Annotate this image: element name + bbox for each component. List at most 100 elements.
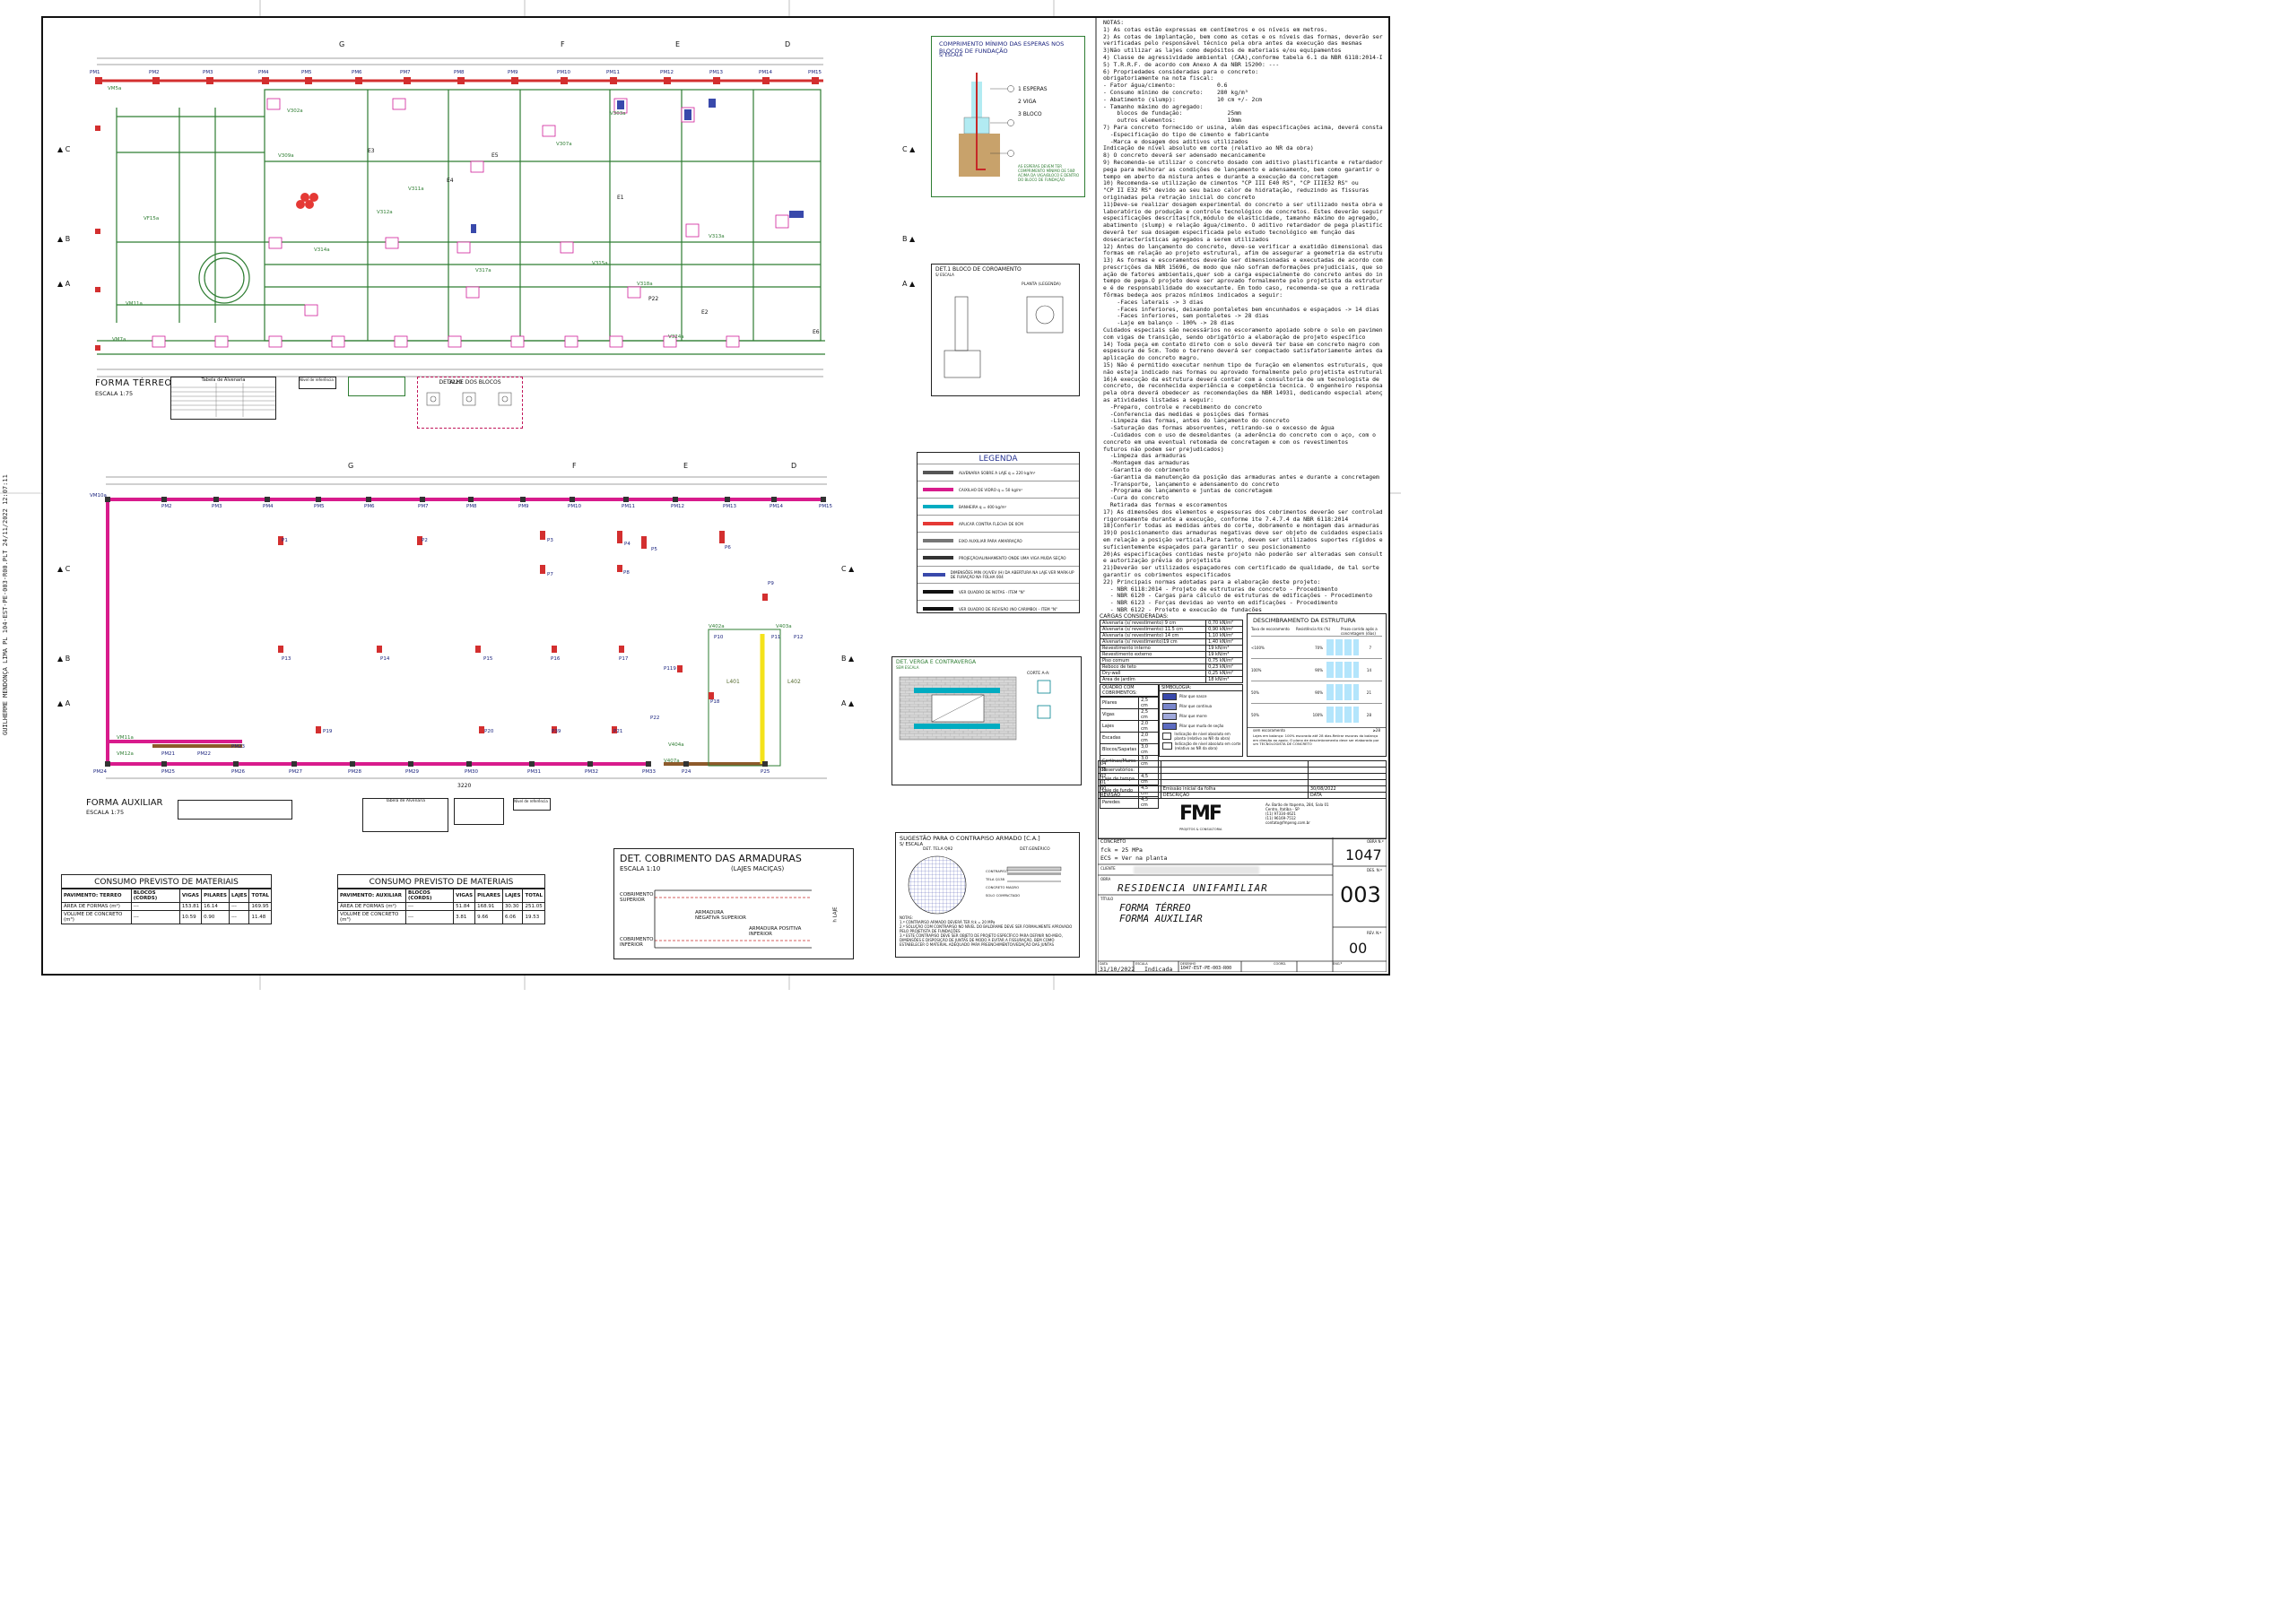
auxiliar-title: FORMA AUXILIAR <box>86 798 163 808</box>
svg-text:V315a: V315a <box>592 261 608 266</box>
company-address-line: (11) 96169-7512 <box>1265 816 1296 820</box>
table-cell: 02 <box>1098 773 1161 780</box>
legend-swatch-icon <box>923 573 945 577</box>
svg-text:G: G <box>348 462 353 470</box>
svg-text:P2: P2 <box>422 538 428 543</box>
legend-item: PROJEÇÃO/ALINHAMENTO ONDE UMA VIGA MUDA … <box>918 549 1079 566</box>
table-cell <box>1307 773 1387 780</box>
desc-header: Prazo corrido após a concretagem (dias) <box>1341 627 1378 636</box>
note-line: Cuidados especiais são necessários no es… <box>1103 326 1383 334</box>
svg-text:E3: E3 <box>368 148 375 154</box>
note-line: fôrmas bedeça aos prazos mínimos indicad… <box>1103 291 1283 299</box>
table-row: 01 <box>1098 779 1387 786</box>
table-cell: 0,70 kN/m² <box>1205 620 1243 627</box>
svg-text:PM29: PM29 <box>405 769 420 775</box>
note-line: 4) Classe de agressividade ambiental (CA… <box>1103 53 1383 61</box>
legend-label: BANHEIRA q = 400 kg/m² <box>959 504 1007 509</box>
note-line: e é de responsabilidade do executante. E… <box>1103 284 1383 292</box>
table-cell: 1,10 kN/m² <box>1205 632 1243 639</box>
table-cell: 153.81 <box>178 902 203 911</box>
svg-text:P8: P8 <box>623 570 630 576</box>
note-line: -Garantia da manutenção da posição das a… <box>1103 473 1379 481</box>
legend-swatch-icon <box>923 488 953 491</box>
table-cell: 16.14 <box>201 902 230 911</box>
pillar-symbol-icon <box>1162 702 1177 710</box>
table-cell: 0,23 kN/m² <box>1205 664 1243 671</box>
svg-text:PM8: PM8 <box>466 504 477 509</box>
svg-text:V324a: V324a <box>668 334 684 340</box>
aux-section-b-right: B ▲ <box>841 655 855 663</box>
note-line: NOTAS: <box>1103 20 1125 26</box>
svg-text:PM9: PM9 <box>518 504 529 509</box>
note-line: - NBR 6122 - Projeto e execução de funda… <box>1103 605 1262 612</box>
legend-label: VER QUADRO DE NOTAS - ITEM "N" <box>959 589 1025 594</box>
table-cell: --- <box>228 910 250 924</box>
legend-item: BANHEIRA q = 400 kg/m² <box>918 498 1079 515</box>
svg-text:V312a: V312a <box>377 210 393 215</box>
consumo-aux: CONSUMO PREVISTO DE MATERIAIS PAVIMENTO:… <box>336 874 545 924</box>
svg-text:PM2: PM2 <box>161 504 172 509</box>
legend-item: CAIXILHO DE VIDRO q = 50 kg/m² <box>918 481 1079 498</box>
pillar-symbol-icon <box>1162 712 1177 720</box>
note-line: 1) As cotas estão expressas em centímetr… <box>1103 25 1328 33</box>
table-cell: 1,40 kN/m² <box>1205 638 1243 646</box>
svg-text:PM7: PM7 <box>418 504 429 509</box>
table-cell <box>1307 760 1387 768</box>
svg-text:PM14: PM14 <box>759 70 773 75</box>
table-header: PILARES <box>474 889 503 903</box>
table-cell: 2,0 cm <box>1138 732 1159 744</box>
contrapiso-note: 1.º CONTRAPISO ARMADO DEVERÁ TER fck = 2… <box>900 920 996 924</box>
note-line: abatimento (slump) e relação água/ciment… <box>1103 221 1383 230</box>
table-cell: Alvenaria (s/ revestimento)19 cm <box>1099 638 1207 646</box>
title-block: CONCRETO fck = 25 MPa ECS = Ver na plant… <box>1098 837 1387 973</box>
legend-item: VER QUADRO DE REVISÃO (NO CARIMBO) - ITE… <box>918 600 1079 617</box>
svg-text:E5: E5 <box>491 152 499 159</box>
revision-number: 00 <box>1349 940 1368 957</box>
svg-text:PM6: PM6 <box>352 70 362 75</box>
table-cell: VOLUME DE CONCRETO (m³) <box>336 910 407 924</box>
svg-text:PM11: PM11 <box>606 70 620 75</box>
escoramento-icon <box>1326 707 1359 723</box>
table-cell: --- <box>228 902 250 911</box>
table-header: LAJES <box>501 889 524 903</box>
company-address-line: Centro, Itatiba - SP <box>1265 807 1300 811</box>
note-line: laboratório de produção e controle tecno… <box>1103 207 1383 215</box>
svg-text:PM7: PM7 <box>400 70 411 75</box>
tabela-alvenaria-terreo: Tabela de Alvenaria <box>170 377 276 420</box>
note-line: 22) Principais normas adotadas para a el… <box>1103 577 1321 585</box>
svg-text:PM15: PM15 <box>808 70 822 75</box>
aux-section-c: ▲ C <box>57 565 71 573</box>
table-cell: Vigas <box>1099 708 1140 721</box>
table-cell: Blocos/Sapatas <box>1099 743 1140 756</box>
svg-text:V407a: V407a <box>664 759 680 764</box>
svg-text:P119: P119 <box>664 666 676 672</box>
table-header: PAVIMENTO: AUXILIAR <box>336 889 407 903</box>
note-line: suficientemente espaçados para garantir … <box>1103 542 1310 551</box>
note-line: -Cuidados com o uso de desmoldantes (a a… <box>1103 431 1376 439</box>
desc-header: Resistência fck (%) <box>1296 627 1331 631</box>
legend-swatch-icon <box>923 556 953 559</box>
nivel-ref-aux: Nível de referência <box>513 798 551 811</box>
svg-text:P25: P25 <box>761 769 770 775</box>
svg-text:PM5: PM5 <box>301 70 312 75</box>
svg-text:L401: L401 <box>726 679 740 685</box>
desc-row: <100%70%7 <box>1251 636 1382 658</box>
note-line: 17) As dimensões dos elementos e espessu… <box>1103 507 1383 516</box>
note-line: pela obra deverá obedecer as recomendaçõ… <box>1103 389 1383 397</box>
svg-text:P22: P22 <box>648 296 658 302</box>
table-cell: 251.05 <box>522 902 545 911</box>
table-cell: 2,5 cm <box>1138 697 1159 709</box>
legend-swatch-icon <box>923 522 953 525</box>
note-line: 18)Conferir todas as medidas antes do co… <box>1103 522 1379 530</box>
svg-text:PM27: PM27 <box>289 769 303 775</box>
note-line: 6) Propriedades consideradas para o conc… <box>1103 67 1259 75</box>
svg-text:PM22: PM22 <box>197 751 211 757</box>
svg-text:VM5a: VM5a <box>108 86 121 91</box>
sheet-grid <box>0 0 1401 990</box>
